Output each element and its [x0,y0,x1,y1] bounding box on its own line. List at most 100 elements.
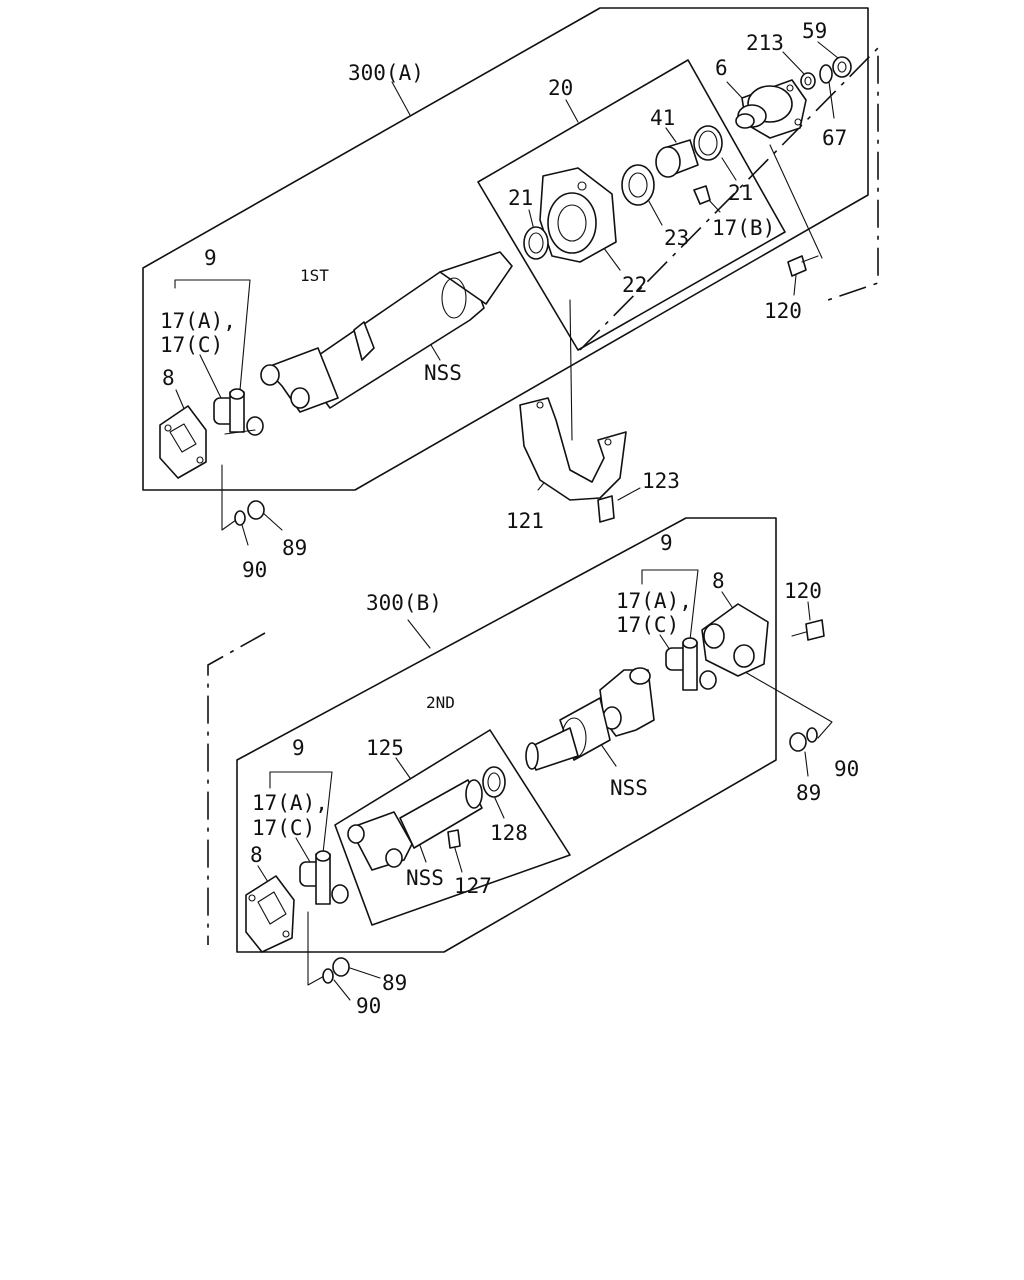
flange-yoke-8-right [701,603,769,677]
assembly-300b-dashed-boundary [207,632,266,945]
leader-120-right [807,601,811,621]
leader-125 [395,757,411,779]
label-125: 125 [366,736,404,760]
leader-90-top [241,524,249,546]
label-90-right: 90 [834,757,859,781]
leader-67 [828,81,835,119]
label-6: 6 [715,56,728,80]
grease-nipple-127 [447,829,461,849]
label-17c-left: 17(C) [252,816,315,840]
label-59: 59 [802,19,827,43]
hanger-bracket-121 [519,397,627,501]
nut-89-bottom [332,957,350,977]
label-17b: 17(B) [712,216,775,240]
washer-90-bottom [322,968,334,984]
label-121: 121 [506,509,544,533]
leader-89-right [804,751,809,777]
label-300a: 300(A) [348,61,424,85]
label-21-top: 21 [728,181,753,205]
leader-120-long [769,144,823,259]
bolt-120-top [787,255,819,277]
leader-127 [453,844,463,873]
bearing-housing-22 [539,167,617,263]
label-213: 213 [746,31,784,55]
leader-21-top [721,157,737,181]
leader-89-top [261,511,283,531]
label-300b: 300(B) [366,591,442,615]
leader-300a [391,81,411,116]
propeller-shaft-1st [260,251,513,413]
assembly-300a-boundary [142,7,869,491]
bolt-123 [597,495,615,523]
label-9-left: 9 [292,736,305,760]
bearing-41 [655,139,699,178]
washer-213 [800,72,816,90]
label-22: 22 [622,273,647,297]
nut-59 [832,56,852,78]
label-120-top: 120 [764,299,802,323]
label-17c-right: 17(C) [616,613,679,637]
label-120-right: 120 [784,579,822,603]
assembly-300a-dashed-boundary [579,46,879,351]
shaft-box-125 [334,729,571,926]
leader-90-right [744,671,833,739]
leader-120-top [793,274,797,296]
label-90-top: 90 [242,558,267,582]
bracket-9-right [641,569,699,641]
label-123: 123 [642,469,680,493]
ring-67 [819,64,833,84]
assembly-300b [207,517,833,1001]
washer-90-right [806,727,818,743]
label-17a-right: 17(A), [616,589,692,613]
leader-59 [817,41,839,59]
label-17c-top: 17(C) [160,333,223,357]
label-23: 23 [664,226,689,250]
label-8-top: 8 [162,366,175,390]
label-1st: 1ST [300,266,329,285]
grease-nipple-17b [693,185,711,205]
assembly-300b-boundary [236,517,777,953]
label-90-bottom: 90 [356,994,381,1018]
leader-17c-top [199,354,223,401]
seal-21-top [693,125,723,161]
label-89-right: 89 [796,781,821,805]
label-20: 20 [548,76,573,100]
washer-90-top [234,510,246,526]
flange-yoke-8-left [245,875,295,953]
bolt-120-right [791,619,825,641]
label-128: 128 [490,821,528,845]
leader-90-bottom [333,979,351,1001]
seal-128 [482,766,506,798]
leader-213 [782,51,807,77]
universal-joint-top [213,388,264,436]
leader-17c-left [295,837,311,863]
label-9-top: 9 [204,246,217,270]
label-89-top: 89 [282,536,307,560]
label-nss-top: NSS [424,361,462,385]
nut-89-right [789,732,807,752]
leader-6 [726,81,745,101]
universal-joint-left [299,850,349,905]
flange-6 [735,79,807,139]
leader-123 [617,487,641,501]
leader-89-bottom [349,967,381,979]
sleeve-yoke-125 [347,779,483,871]
label-8-left: 8 [250,843,263,867]
bearing-23 [621,164,655,206]
universal-joint-right [665,637,717,691]
label-8-right: 8 [712,569,725,593]
label-41: 41 [650,106,675,130]
label-nss-mid: NSS [610,776,648,800]
label-17a-left: 17(A), [252,791,328,815]
label-21-left: 21 [508,186,533,210]
leader-8-right [721,591,735,611]
label-127: 127 [454,874,492,898]
label-67: 67 [822,126,847,150]
callout-labels: 300(A) 1ST 20 6 213 59 67 41 21 21 23 17… [160,19,859,1018]
leader-20 [565,99,579,123]
leader-128 [493,795,505,819]
leader-41 [665,127,677,143]
assembly-300a [142,7,879,546]
label-nss-low: NSS [406,866,444,890]
